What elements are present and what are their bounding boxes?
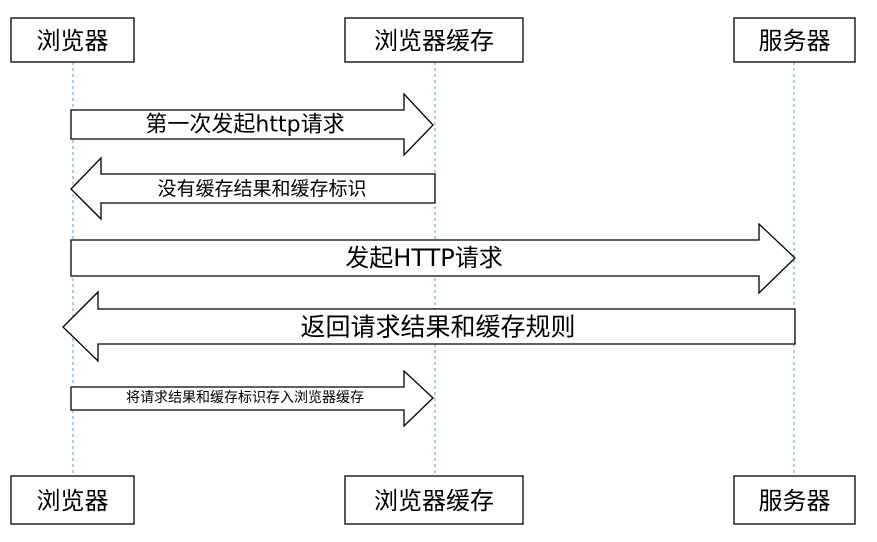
participant-server-top: 服务器 [733, 17, 856, 63]
participant-cache-bottom-label: 浏览器缓存 [374, 487, 494, 515]
participant-browser-top-label: 浏览器 [37, 27, 109, 55]
message-arrow-3: 发起HTTP请求 [70, 222, 796, 295]
participant-cache-top: 浏览器缓存 [344, 17, 524, 63]
message-arrow-2: 没有缓存结果和缓存标识 [70, 156, 436, 221]
message-label-3: 发起HTTP请求 [345, 244, 502, 272]
participant-server-bottom: 服务器 [733, 475, 856, 525]
participant-browser-bottom-label: 浏览器 [37, 487, 109, 515]
message-label-2: 没有缓存结果和缓存标识 [157, 178, 366, 200]
participant-cache-bottom: 浏览器缓存 [344, 475, 524, 525]
message-label-4: 返回请求结果和缓存规则 [300, 313, 575, 342]
participant-server-top-label: 服务器 [759, 27, 831, 55]
participant-cache-top-label: 浏览器缓存 [374, 27, 494, 55]
message-label-5: 将请求结果和缓存标识存入浏览器缓存 [126, 390, 364, 406]
message-arrow-5: 将请求结果和缓存标识存入浏览器缓存 [70, 369, 434, 428]
message-label-1: 第一次发起http请求 [145, 113, 344, 138]
participant-server-bottom-label: 服务器 [759, 487, 831, 515]
participant-browser-bottom: 浏览器 [10, 475, 135, 525]
message-arrow-1: 第一次发起http请求 [70, 92, 434, 157]
message-arrow-4: 返回请求结果和缓存规则 [62, 290, 796, 363]
participant-browser-top: 浏览器 [10, 17, 135, 63]
